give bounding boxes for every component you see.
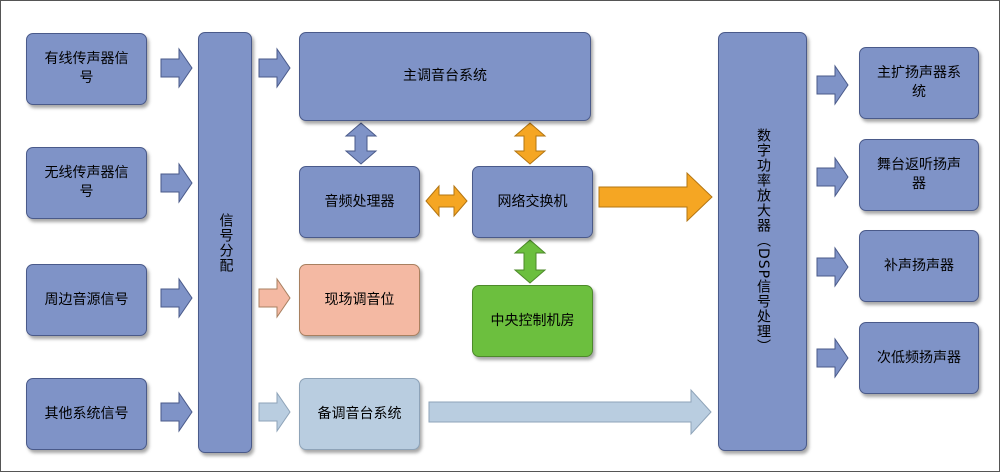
- box-live-mixing-position: 现场调音位: [299, 264, 420, 336]
- box-digital-power-amplifier: 数字功率放大器（DSP信号处理）: [718, 32, 807, 451]
- arrow-to-live-mixing: [258, 277, 291, 319]
- box-stage-monitor-speaker: 舞台返听扬声器: [859, 139, 979, 211]
- box-wireless-mic-signal: 无线传声器信号: [26, 147, 147, 219]
- box-backup-console-system: 备调音台系统: [299, 378, 420, 450]
- arrow-output-2: [816, 156, 849, 198]
- box-central-control-room: 中央控制机房: [472, 285, 593, 357]
- box-other-system-signal: 其他系统信号: [26, 378, 147, 450]
- arrow-network-switch-central-control: [513, 239, 547, 284]
- arrow-output-4: [816, 337, 849, 379]
- arrow-output-1: [816, 64, 849, 106]
- box-subwoofer-speaker: 次低频扬声器: [859, 322, 979, 394]
- box-wired-mic-signal: 有线传声器信号: [26, 33, 147, 105]
- arrow-input-3: [160, 277, 193, 319]
- arrow-input-2: [160, 162, 193, 204]
- arrow-switch-to-amplifier: [598, 171, 713, 223]
- arrow-audio-processor-network-switch: [425, 184, 468, 218]
- arrow-output-3: [816, 246, 849, 288]
- box-peripheral-source-signal: 周边音源信号: [26, 264, 147, 336]
- box-network-switch: 网络交换机: [472, 166, 593, 238]
- box-main-console-system: 主调音台系统: [299, 32, 591, 121]
- arrow-main-console-audio-processor: [344, 122, 378, 165]
- arrow-to-backup-console: [258, 391, 291, 433]
- box-main-speaker-system: 主扩扬声器系统: [859, 47, 979, 119]
- arrow-backup-to-amplifier: [428, 388, 712, 436]
- arrow-main-console-network-switch: [513, 122, 547, 165]
- arrow-input-1: [160, 47, 193, 89]
- arrow-to-main-console: [258, 47, 291, 89]
- arrow-input-4: [160, 391, 193, 433]
- box-fill-speaker: 补声扬声器: [859, 230, 979, 302]
- box-signal-distribution: 信号分配: [198, 32, 252, 453]
- box-audio-processor: 音频处理器: [299, 166, 420, 238]
